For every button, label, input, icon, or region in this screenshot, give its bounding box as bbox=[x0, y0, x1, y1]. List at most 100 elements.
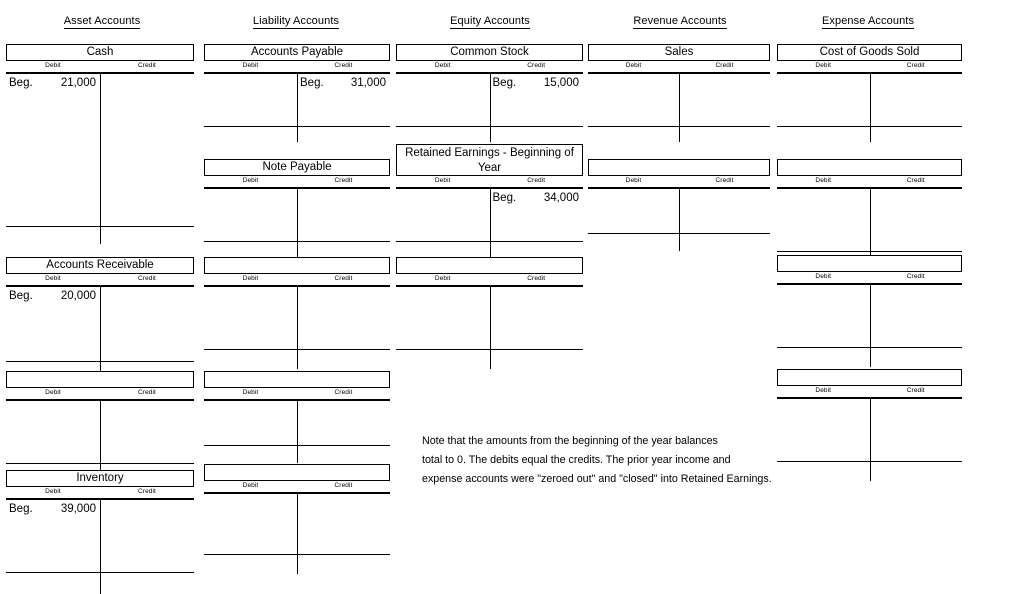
t-account-body[interactable] bbox=[777, 397, 962, 481]
t-account-body[interactable] bbox=[588, 72, 770, 142]
t-account-title[interactable]: Accounts Payable bbox=[204, 44, 390, 61]
column-heading-label: Equity Accounts bbox=[450, 15, 530, 29]
t-account-title[interactable] bbox=[204, 464, 390, 481]
t-account-entry-credit[interactable]: Beg.34,000 bbox=[490, 190, 584, 206]
t-account-body[interactable]: Beg.21,000 bbox=[6, 72, 194, 244]
t-account-entry-debit[interactable]: Beg.39,000 bbox=[6, 501, 100, 517]
credit-label: Credit bbox=[527, 275, 546, 282]
t-account-title[interactable] bbox=[396, 257, 583, 274]
entry-label: Beg. bbox=[492, 192, 517, 204]
debit-label: Debit bbox=[242, 177, 259, 184]
t-account-entry-credit[interactable]: Beg.15,000 bbox=[490, 75, 584, 91]
explanatory-note: Note that the amounts from the beginning… bbox=[422, 432, 772, 489]
t-account-divider bbox=[100, 401, 101, 483]
t-account-body[interactable] bbox=[6, 399, 194, 483]
t-account-divider bbox=[489, 287, 491, 369]
t-account-body[interactable]: Beg.34,000 bbox=[396, 187, 583, 257]
entry-amount: 31,000 bbox=[350, 77, 386, 89]
t-account-entry-debit[interactable]: Beg.21,000 bbox=[6, 75, 100, 91]
credit-label: Credit bbox=[138, 389, 156, 396]
credit-label: Credit bbox=[906, 273, 925, 280]
debit-credit-labels: Debit Credit bbox=[396, 61, 583, 72]
t-account-title[interactable] bbox=[588, 159, 770, 176]
debit-label: Debit bbox=[242, 389, 259, 396]
t-account-body[interactable] bbox=[588, 187, 770, 251]
credit-label: Credit bbox=[334, 389, 353, 396]
t-account: Debit Credit bbox=[588, 159, 770, 251]
t-account-body[interactable]: Beg.31,000 bbox=[204, 72, 390, 142]
debit-label: Debit bbox=[434, 275, 451, 282]
t-account-title[interactable]: Cash bbox=[6, 44, 194, 61]
credit-label: Credit bbox=[138, 488, 156, 495]
debit-label: Debit bbox=[434, 62, 451, 69]
note-line: Note that the amounts from the beginning… bbox=[422, 435, 718, 447]
column-heading-liability: Liability Accounts bbox=[246, 15, 346, 29]
t-account-divider bbox=[489, 189, 491, 257]
t-account-total-rule bbox=[204, 349, 390, 350]
t-account-title[interactable]: Common Stock bbox=[396, 44, 583, 61]
t-account: Debit Credit bbox=[396, 257, 583, 369]
t-account-total-rule bbox=[777, 347, 962, 348]
t-account-body[interactable] bbox=[204, 187, 390, 257]
t-account-title[interactable] bbox=[777, 159, 962, 176]
credit-label: Credit bbox=[527, 62, 546, 69]
t-account-entry-credit[interactable]: Beg.31,000 bbox=[297, 75, 390, 91]
debit-label: Debit bbox=[45, 275, 61, 282]
credit-label: Credit bbox=[906, 62, 925, 69]
t-account-divider bbox=[297, 287, 298, 369]
t-account-body[interactable]: Beg.20,000 bbox=[6, 285, 194, 382]
t-account-body[interactable] bbox=[777, 72, 962, 142]
t-account-body[interactable] bbox=[777, 187, 962, 271]
t-account-title[interactable] bbox=[777, 255, 962, 272]
t-account-body[interactable]: Beg.39,000 bbox=[6, 498, 194, 594]
t-account-body[interactable]: Beg.15,000 bbox=[396, 72, 583, 142]
t-account: Debit Credit bbox=[204, 371, 390, 463]
t-account-divider bbox=[297, 401, 298, 463]
t-account-total-rule bbox=[777, 461, 962, 462]
column-heading-label: Liability Accounts bbox=[252, 15, 340, 29]
t-account-total-rule bbox=[588, 126, 770, 127]
t-account-body[interactable] bbox=[777, 283, 962, 367]
debit-label: Debit bbox=[815, 177, 832, 184]
t-account-title[interactable] bbox=[6, 371, 194, 388]
t-account-title[interactable]: Retained Earnings - Beginning of Year bbox=[396, 144, 583, 176]
t-account-title[interactable] bbox=[204, 371, 390, 388]
t-account-title[interactable]: Accounts Receivable bbox=[6, 257, 194, 274]
debit-label: Debit bbox=[625, 177, 642, 184]
t-account-total-rule bbox=[204, 241, 390, 242]
t-account-divider bbox=[297, 494, 298, 574]
t-account-total-rule bbox=[6, 463, 194, 464]
entry-amount: 20,000 bbox=[60, 290, 96, 302]
credit-label: Credit bbox=[906, 387, 925, 394]
t-account-title[interactable]: Note Payable bbox=[204, 159, 390, 176]
t-account-body[interactable] bbox=[204, 285, 390, 369]
debit-label: Debit bbox=[45, 62, 61, 69]
t-account-total-rule bbox=[204, 445, 390, 446]
t-account-title[interactable]: Cost of Goods Sold bbox=[777, 44, 962, 61]
t-account-title[interactable]: Inventory bbox=[6, 470, 194, 487]
t-account-title[interactable] bbox=[777, 369, 962, 386]
t-account-title[interactable]: Sales bbox=[588, 44, 770, 61]
credit-label: Credit bbox=[527, 177, 546, 184]
t-account-body[interactable] bbox=[396, 285, 583, 369]
t-account-body[interactable] bbox=[204, 492, 390, 574]
t-account-title[interactable] bbox=[204, 257, 390, 274]
credit-label: Credit bbox=[715, 177, 734, 184]
column-heading-label: Asset Accounts bbox=[63, 15, 141, 29]
t-account-body[interactable] bbox=[204, 399, 390, 463]
credit-label: Credit bbox=[334, 482, 353, 489]
t-account-entry-debit[interactable]: Beg.20,000 bbox=[6, 288, 100, 304]
t-account-total-rule bbox=[6, 572, 194, 573]
